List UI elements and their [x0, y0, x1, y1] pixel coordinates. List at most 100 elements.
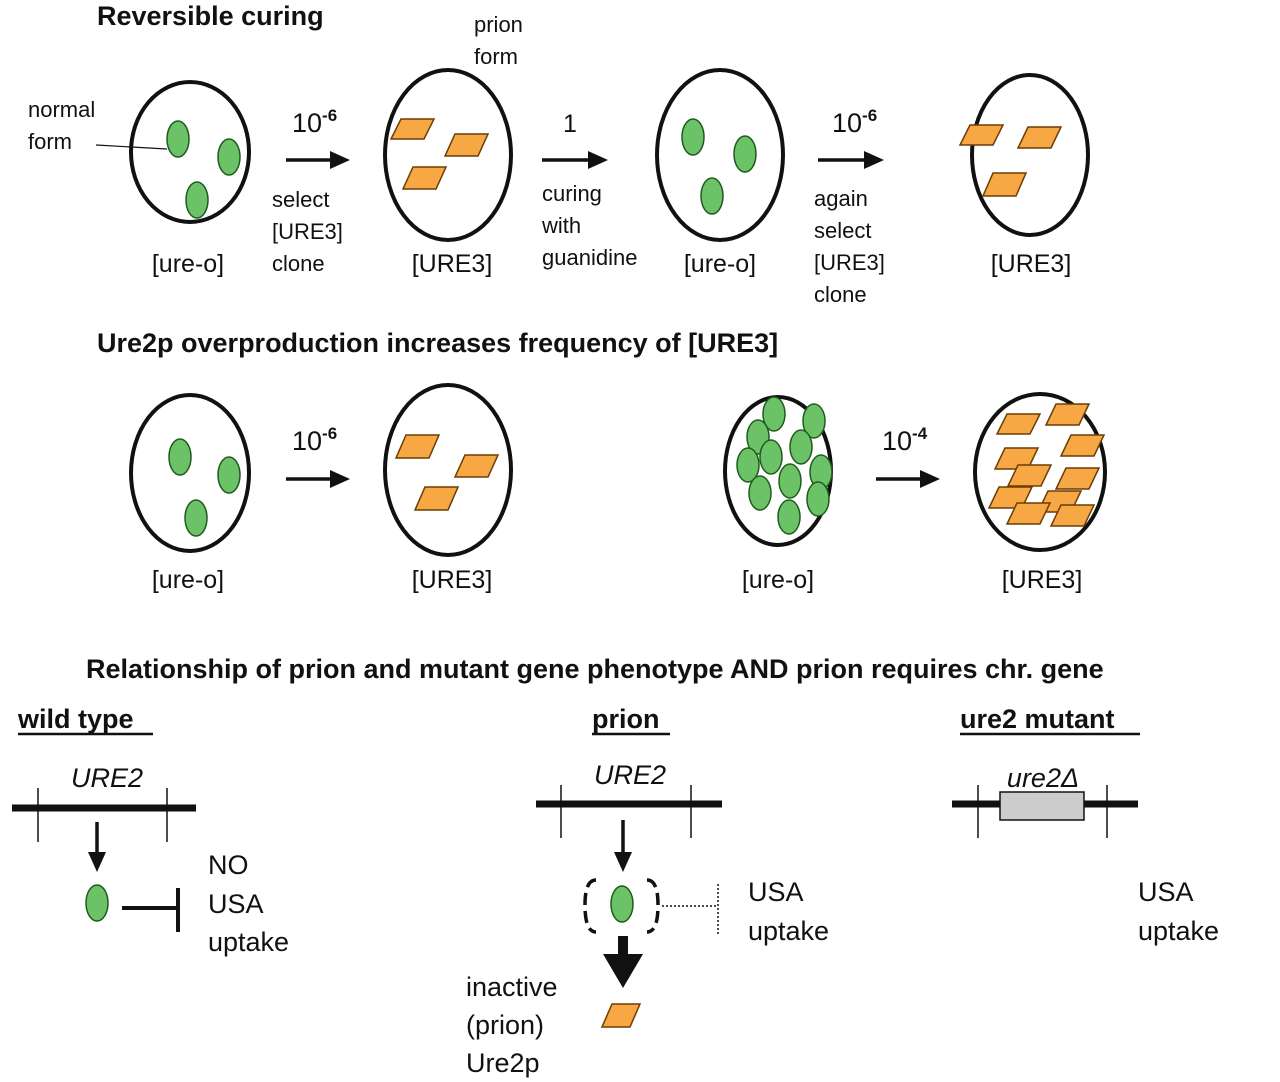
normal-form-protein: [700, 177, 724, 215]
prion-form-protein: [1049, 504, 1096, 527]
arrow-select-ure3: [286, 151, 350, 169]
arrow-caption: [URE3]: [814, 250, 885, 275]
cell-ure-o-1: [129, 80, 251, 224]
section3-title: Relationship of prion and mutant gene ph…: [86, 654, 1104, 684]
rate-label: 10-6: [292, 424, 337, 456]
cell-ure-o-overproduction: [723, 395, 833, 547]
normal-form-protein: [168, 438, 192, 476]
normal-form-protein: [166, 120, 190, 158]
prion-form-protein: [401, 166, 448, 190]
gene-name: URE2: [594, 760, 666, 790]
normal-form-protein: [759, 439, 783, 475]
arrow-high-frequency: [876, 470, 940, 488]
cell-ure3-3: [383, 383, 513, 557]
wild-type-heading: wild type: [17, 704, 134, 734]
mutant-panel: ure2 mutant ure2Δ USA uptake: [952, 704, 1219, 946]
normal-form-protein: [610, 885, 634, 923]
prion-form-protein: [1059, 434, 1106, 457]
prion-form-protein: [1044, 403, 1091, 426]
cell-ure-o-2: [655, 68, 785, 242]
mutant-heading: ure2 mutant: [960, 704, 1115, 734]
prion-form-protein: [995, 413, 1042, 435]
rate-label: 10-6: [292, 106, 337, 138]
arrow-again-select: [818, 151, 884, 169]
arrow-caption: again: [814, 186, 868, 211]
normal-form-protein: [806, 481, 830, 517]
prion-form-protein: [1054, 467, 1101, 490]
cell-ure3-1: [383, 68, 513, 242]
rate-label: 10-4: [882, 424, 928, 456]
cell-label: [ure-o]: [742, 566, 814, 594]
product-text: inactive: [466, 972, 558, 1002]
normal-form-pointer: [95, 144, 168, 150]
normal-form-protein: [85, 884, 109, 922]
section2-title: Ure2p overproduction increases frequency…: [97, 328, 778, 358]
product-text: Ure2p: [466, 1048, 540, 1078]
effect-text: NO: [208, 850, 249, 880]
cell-label: [ure-o]: [684, 250, 756, 278]
conversion-arrow-shaft: [618, 936, 628, 954]
cell-ure3-overproduction: [973, 392, 1107, 552]
effect-text: USA: [208, 889, 264, 919]
cell-label: [URE3]: [412, 250, 493, 278]
normal-form-protein: [681, 118, 705, 156]
normal-form-protein: [217, 138, 241, 176]
normal-form-protein: [802, 403, 826, 439]
product-text: (prion): [466, 1010, 544, 1040]
prion-form-label-line1: prion: [474, 12, 523, 37]
arrow-caption: guanidine: [542, 245, 637, 270]
prion-form-protein: [389, 118, 436, 140]
normal-form-label-line1: normal: [28, 97, 95, 122]
prion-form-protein: [453, 454, 500, 478]
normal-form-protein: [217, 456, 241, 494]
normal-form-protein: [777, 499, 801, 535]
prion-heading: prion: [592, 704, 660, 734]
normal-form-protein: [184, 499, 208, 537]
arrow-caption: select: [272, 187, 329, 212]
normal-form-protein: [778, 463, 802, 499]
effect-text: uptake: [1138, 916, 1219, 946]
prion-form-protein: [1016, 126, 1063, 149]
arrow-caption: with: [541, 213, 581, 238]
arrow-caption: [URE3]: [272, 219, 343, 244]
arrow-curing: [542, 151, 608, 169]
gene-name: URE2: [71, 763, 143, 793]
left-bracket: [583, 878, 597, 934]
rate-label: 10-6: [832, 106, 877, 138]
prion-form-protein: [443, 133, 490, 157]
conversion-arrow-head: [603, 954, 643, 988]
gene-name: ure2Δ: [1007, 763, 1079, 793]
cell-label: [URE3]: [991, 250, 1072, 278]
cell-ure-o-3: [129, 393, 251, 553]
cell-label: [URE3]: [1002, 566, 1083, 594]
normal-form-protein: [736, 447, 760, 483]
arrow-low-frequency: [286, 470, 350, 488]
right-bracket: [646, 878, 660, 934]
rate-label: 1: [563, 110, 577, 138]
prion-form-protein: [394, 434, 441, 459]
prion-form-protein: [1006, 464, 1053, 487]
cell-label: [ure-o]: [152, 250, 224, 278]
normal-form-protein: [789, 429, 813, 465]
normal-form-protein: [733, 135, 757, 173]
cell-label: [ure-o]: [152, 566, 224, 594]
arrow-caption: curing: [542, 181, 602, 206]
effect-text: uptake: [208, 927, 289, 957]
effect-text: USA: [748, 877, 804, 907]
normal-form-protein: [185, 181, 209, 219]
normal-form-protein: [762, 396, 786, 432]
arrow-caption: clone: [814, 282, 867, 307]
prion-form-protein: [958, 124, 1005, 146]
section1-title: Reversible curing: [97, 1, 324, 31]
arrow-caption: select: [814, 218, 871, 243]
prion-form-protein: [981, 172, 1028, 197]
normal-form-label-line2: form: [28, 129, 72, 154]
effect-text: USA: [1138, 877, 1194, 907]
prion-panel: prion URE2 USA uptake inactive (prion) U…: [466, 704, 829, 1078]
cell-label: [URE3]: [412, 566, 493, 594]
prion-form-protein: [413, 486, 460, 511]
effect-text: uptake: [748, 916, 829, 946]
arrow-caption: clone: [272, 251, 325, 276]
cell-ure3-2: [958, 73, 1090, 237]
